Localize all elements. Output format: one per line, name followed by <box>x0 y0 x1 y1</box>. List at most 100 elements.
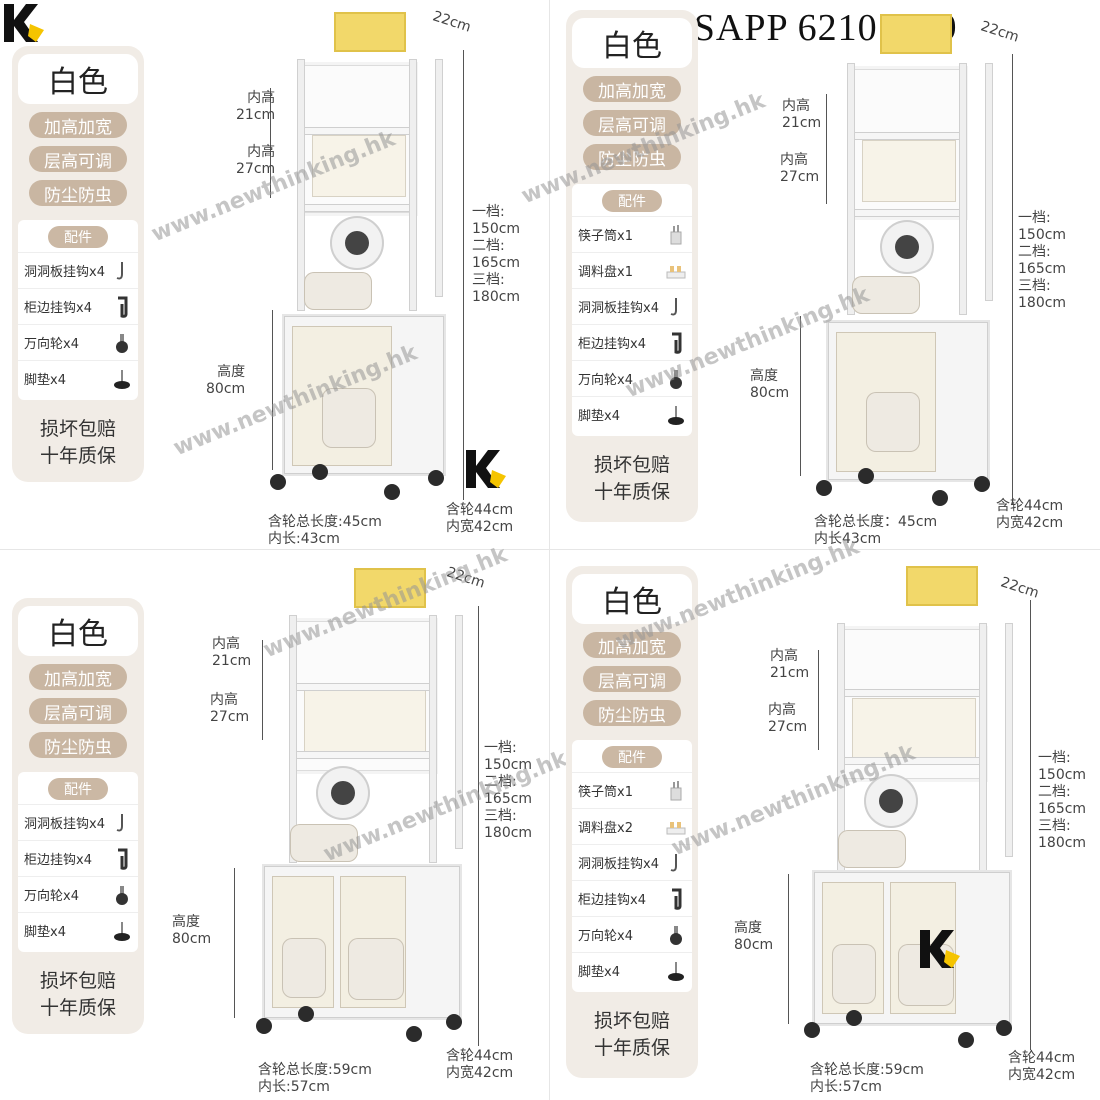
shelf-board <box>300 128 414 134</box>
accessory-label: 洞洞板挂钩x4 <box>578 857 659 872</box>
dim-value: 内长:43cm <box>268 531 340 547</box>
dim-value: 150cm <box>472 221 521 237</box>
dim-value: 80cm <box>750 385 790 401</box>
dim-label: 内高 <box>768 702 796 718</box>
caster-wheel <box>846 1010 862 1026</box>
dimension-line <box>478 606 479 1046</box>
caster-wheel <box>804 1022 820 1038</box>
feature-pill: 层高可调 <box>29 698 127 724</box>
guarantee-line: 损坏包赔 <box>593 1010 670 1032</box>
grid-divider-vertical <box>549 0 550 1100</box>
caster-wheel <box>270 474 286 490</box>
accessory-item: 脚垫x4 <box>572 952 692 988</box>
accessory-item: 筷子筒x1 <box>572 216 692 252</box>
dimension-line <box>800 316 801 476</box>
accessory-label: 万向轮x4 <box>578 373 633 388</box>
accessory-item: 万向轮x4 <box>18 324 138 360</box>
caster-wheel-icon <box>670 925 682 945</box>
accessory-item: 万向轮x4 <box>572 360 692 396</box>
dim-value: 21cm <box>236 107 276 123</box>
dim-value: 含轮44cm <box>1008 1050 1076 1066</box>
dim-label: 二档: <box>1018 244 1051 260</box>
feature-pill: 加高加宽 <box>583 76 681 102</box>
caster-wheel-icon <box>116 885 128 905</box>
dim-label: 内高 <box>212 636 240 652</box>
grid-divider-horizontal <box>0 549 1100 550</box>
air-fryer <box>322 388 376 448</box>
rack-pole <box>290 616 296 862</box>
dimension-line <box>270 88 271 198</box>
hook-icon <box>670 853 677 871</box>
accessories-box: 配件 筷子筒x1 调料盘x1 洞洞板挂钩x4 柜边挂钩x4 万向轮x4 脚垫x4 <box>572 184 692 436</box>
accessory-item: 柜边挂钩x4 <box>572 880 692 916</box>
dim-label: 三档: <box>484 808 517 824</box>
dim-label: 高度 <box>172 914 200 930</box>
dim-value: 含轮总长度:45cm <box>268 514 382 530</box>
accessory-item: 万向轮x4 <box>572 916 692 952</box>
dim-label: 内高 <box>780 152 808 168</box>
dim-value: 27cm <box>236 161 276 177</box>
accessory-item: 柜边挂钩x4 <box>18 840 138 876</box>
pegboard-panel <box>304 690 426 752</box>
dim-value: 180cm <box>484 825 533 841</box>
accessory-item: 洞洞板挂钩x4 <box>18 252 138 288</box>
cooking-pot <box>838 830 906 868</box>
guarantee-text: 损坏包赔十年质保 <box>12 416 144 470</box>
dim-value: 内长43cm <box>814 531 882 547</box>
foot-pad-icon <box>668 405 684 425</box>
info-card-3: 白色 加高加宽 层高可调 防尘防虫 配件 洞洞板挂钩x4 柜边挂钩x4 万向轮x… <box>12 598 144 1034</box>
shelf-board <box>850 210 964 216</box>
rack-pole <box>848 64 854 314</box>
rack-pole <box>430 616 436 862</box>
color-label: 白色 <box>572 574 692 624</box>
accessory-label: 脚垫x4 <box>24 925 66 940</box>
accessory-label: 洞洞板挂钩x4 <box>578 301 659 316</box>
accessory-label: 柜边挂钩x4 <box>578 893 646 908</box>
dim-value: 180cm <box>1038 835 1087 851</box>
accessory-label: 万向轮x4 <box>24 337 79 352</box>
accessories-box: 配件 筷子筒x1 调料盘x2 洞洞板挂钩x4 柜边挂钩x4 万向轮x4 脚垫x4 <box>572 740 692 992</box>
dim-value: 含轮44cm <box>446 1048 514 1064</box>
caster-wheel <box>816 480 832 496</box>
spice-tray-icon <box>666 821 686 834</box>
accessory-item: 洞洞板挂钩x4 <box>572 844 692 880</box>
dimension-line <box>463 50 464 500</box>
rack-pole <box>980 624 986 870</box>
caster-wheel <box>858 468 874 484</box>
cooking-pot <box>290 824 358 862</box>
caster-wheel <box>996 1020 1012 1036</box>
shelf-board <box>292 752 434 758</box>
accessory-item: 调料盘x2 <box>572 808 692 844</box>
dim-value: 180cm <box>1018 295 1067 311</box>
dim-value: 含轮总长度：45cm <box>814 514 938 530</box>
dim-label: 二档: <box>484 774 517 790</box>
rack-pole <box>410 60 416 310</box>
feature-pill: 加高加宽 <box>583 632 681 658</box>
rice-cooker <box>864 774 918 828</box>
hook-icon <box>116 813 123 831</box>
dim-value: 21cm <box>212 653 252 669</box>
guarantee-line: 损坏包赔 <box>39 970 116 992</box>
watermark: www.newthinking.hk <box>612 534 863 656</box>
accessory-label: 洞洞板挂钩x4 <box>24 265 105 280</box>
dim-label: 三档: <box>472 272 505 288</box>
dim-label: 内高 <box>247 90 276 106</box>
dim-value: 内宽42cm <box>1008 1067 1076 1083</box>
rack-pole <box>436 60 442 296</box>
side-hook-icon <box>118 296 128 318</box>
dim-value: 含轮44cm <box>996 498 1064 514</box>
dimension-line <box>1012 54 1013 504</box>
color-label: 白色 <box>572 18 692 68</box>
dim-label: 一档: <box>1018 210 1051 226</box>
